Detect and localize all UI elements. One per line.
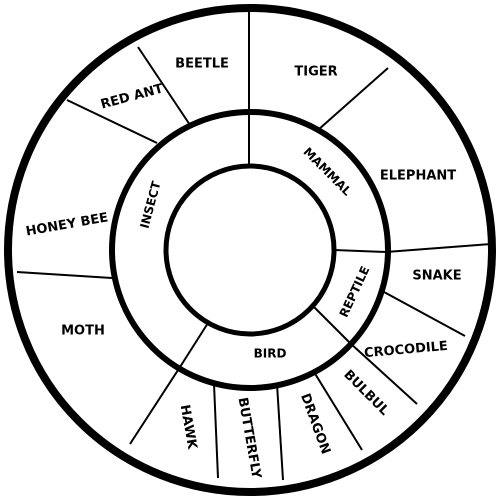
outer-divider-dragon-butterfly [276,383,284,481]
label-dragon: DRAGON [297,392,333,457]
label-bird: BIRD [254,347,287,361]
inner-ring [163,163,337,337]
label-reptile: REPTILE [337,264,373,320]
outer-divider-hawk-moth [129,366,181,445]
outer-divider-crocodile-bulbul [349,342,418,405]
label-snake: SNAKE [412,269,461,284]
label-beetle: BEETLE [175,57,229,72]
outer-divider-elephant-snake [385,243,492,253]
label-tiger: TIGER [294,65,337,80]
label-hawk: HAWK [177,404,200,452]
outer-divider-bulbul-dragon [313,371,363,451]
label-insect: INSECT [137,179,163,230]
label-honey-bee: HONEY BEE [25,210,110,239]
label-moth: MOTH [61,324,105,339]
label-butterfly: BUTTERFLY [234,396,263,480]
outer-divider-snake-crocodile [383,291,466,337]
outer-divider-tiger-elephant [317,67,389,131]
outer-divider-moth-honey-bee [16,271,113,279]
outer-divider-butterfly-hawk [213,383,219,479]
label-crocodile: CROCODILE [364,339,449,361]
inner-divider-reptile-bird [312,305,351,344]
label-elephant: ELEPHANT [380,169,456,184]
inner-divider-mammal-reptile [333,249,387,253]
inner-divider-bird-insect [179,322,209,368]
outer-divider-red-ant-beetle [137,46,191,126]
outer-divider-honey-bee-red-ant [66,99,158,144]
label-red-ant: RED ANT [99,81,165,112]
